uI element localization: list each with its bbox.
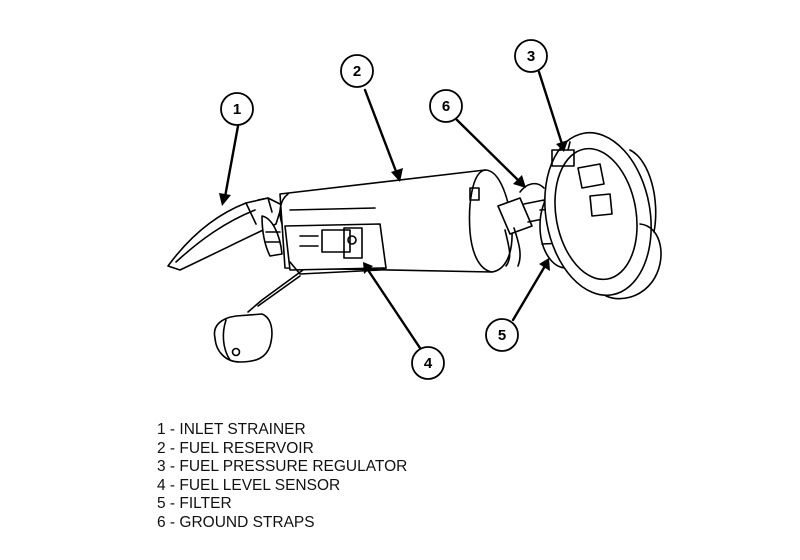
callout-circles	[220, 39, 548, 380]
callout-number-2: 2	[353, 63, 361, 80]
legend-item-filter: 5 - FILTER	[157, 495, 232, 513]
flange-cover-illustration	[544, 131, 662, 300]
callout-number-3: 3	[527, 48, 535, 65]
callout-number-6: 6	[442, 98, 450, 115]
parts-legend: 1 - INLET STRAINER 2 - FUEL RESERVOIR 3 …	[157, 421, 407, 533]
legend-item-fuel-reservoir: 2 - FUEL RESERVOIR	[157, 439, 314, 457]
fuel-level-sensor-illustration	[261, 215, 387, 275]
legend-item-ground-straps: 6 - GROUND STRAPS	[157, 513, 315, 531]
leader-arrows	[223, 70, 564, 350]
legend-item-fuel-level-sensor: 4 - FUEL LEVEL SENSOR	[157, 476, 341, 494]
fuel-pump-module-diagram: 1 2 3 6 4 5	[167, 39, 662, 380]
legend-item-inlet-strainer: 1 - INLET STRAINER	[157, 421, 306, 438]
inlet-strainer-illustration	[167, 197, 283, 271]
float-arm-illustration	[247, 269, 304, 313]
callout-number-1: 1	[233, 101, 241, 118]
callout-number-5: 5	[498, 327, 506, 344]
float-illustration	[213, 313, 273, 363]
callout-number-4: 4	[424, 355, 433, 372]
legend-item-fuel-pressure-regulator: 3 - FUEL PRESSURE REGULATOR	[157, 458, 408, 476]
